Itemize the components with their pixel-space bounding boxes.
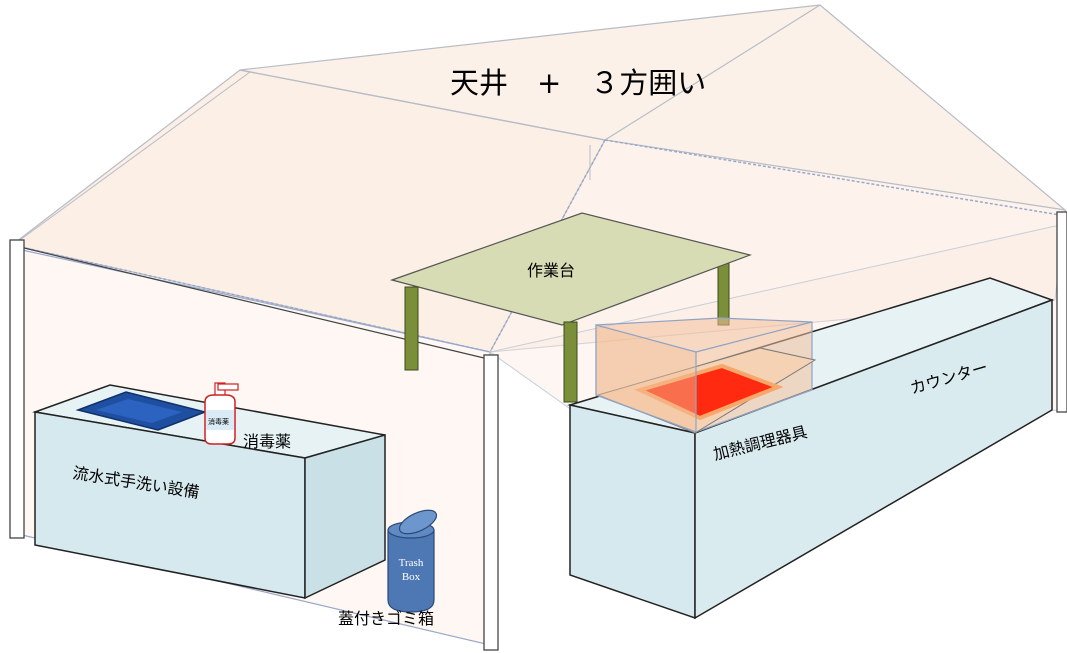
trash-label: 蓋付きゴミ箱 bbox=[338, 609, 434, 628]
trash-can: Trash Box bbox=[387, 509, 438, 613]
post-left bbox=[9, 239, 25, 539]
post-front bbox=[483, 354, 499, 651]
heating-appliance: 加熱調理器具 bbox=[595, 317, 817, 464]
trash-text-2: Box bbox=[402, 571, 421, 583]
post-right bbox=[1056, 211, 1067, 413]
disinfectant-bottle: 消毒薬 bbox=[204, 382, 239, 445]
handwash-station: 流水式手洗い設備 bbox=[32, 384, 386, 600]
counter-side bbox=[694, 298, 1053, 620]
sink-side bbox=[304, 434, 386, 600]
sink-basin-inner bbox=[96, 399, 182, 423]
heater-plate bbox=[634, 363, 784, 421]
work-table: 作業台 bbox=[389, 212, 753, 403]
work-table-label: 作業台 bbox=[527, 261, 575, 280]
trash-lid bbox=[398, 509, 438, 535]
trash-text-1: Trash bbox=[399, 557, 424, 569]
table-leg-front-right bbox=[563, 321, 578, 403]
table-top bbox=[389, 212, 753, 326]
disinfectant-label: 消毒薬 bbox=[243, 432, 291, 451]
counter-front bbox=[569, 404, 696, 620]
disinfectant-bottle-label: 消毒薬 bbox=[208, 417, 229, 426]
diagram-title: 天井 + ３方囲い bbox=[450, 66, 706, 100]
heater-front-panel bbox=[595, 324, 697, 433]
table-leg-front-left bbox=[404, 286, 419, 371]
